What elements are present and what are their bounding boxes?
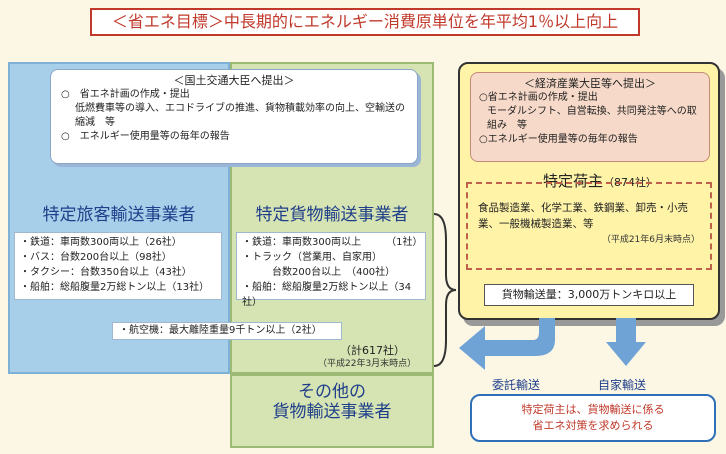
list-item: ・船舶：総船腹量2万総トン以上（13社） [20,282,210,293]
date-note-2: （平成21年6月末時点） [601,235,700,245]
list-item: ・タクシー：台数350台以上（43社） [20,267,192,278]
meti-title: ＜経済産業大臣等へ提出＞ [524,77,656,90]
mlit-item-plan-detail: 低燃費車等の導入、エコドライブの推進、貨物積載効率の向上、空輸送の縮減 等 [75,103,405,128]
passenger-list: ・鉄道：車両数300両以上（26社） ・バス：台数200台以上（98社） ・タク… [14,232,222,300]
mlit-title: ＜国土交通大臣へ提出＞ [173,74,295,87]
mlit-submission-box: ＜国土交通大臣へ提出＞ ○ 省エネ計画の作成・提出 低燃費車等の導入、エコドライ… [50,69,418,164]
shipper-requirement-box: 特定荷主は、貨物輸送に係る 省エネ対策を求められる [470,394,716,442]
mlit-item-plan: ○ 省エネ計画の作成・提出 [61,89,190,100]
freight-volume: 貨物輸送量：3,000万トンキロ以上 [484,284,694,306]
total-count: （計617社） [340,344,405,357]
list-item: ・バス：台数200台以上（98社） [20,252,172,263]
list-item: ・船舶：総船腹量2万総トン以上（34社） [242,282,412,308]
own-label: 自家輸送 [598,378,647,392]
shipper-title: 特定荷主 [542,172,603,190]
meti-item-plan-detail: モーダルシフト、自営転換、共同発注等への取組み 等 [487,106,697,131]
shipper-industries-box: 食品製造業、化学工業、鉄鋼業、卸売・小売業、一般機械製造業、等 （平成21年6月… [466,182,712,270]
shipper-industries: 食品製造業、化学工業、鉄鋼業、卸売・小売業、一般機械製造業、等 [478,202,688,230]
goal-banner: ＜省エネ目標＞中長期的にエネルギー消費原単位を年平均1％以上向上 [90,8,640,36]
own-arrow-icon [606,318,646,366]
freight-list: ・鉄道：車両数300両以上 （1社） ・トラック（営業用、自家用） 台数200台… [236,232,426,308]
mlit-item-report: ○ エネルギー使用量等の毎年の報告 [61,131,230,142]
other-freight-panel [230,374,434,448]
list-item: 台数200台以上 （400社） [242,267,396,278]
shipper-title-wrap: 特定荷主（874社） [500,170,700,191]
passenger-title: 特定旅客輸送事業者 [42,205,196,225]
list-item: ・トラック（営業用、自家用） [242,252,382,263]
freight-title: 特定貨物輸送事業者 [255,205,409,225]
list-item: ・鉄道：車両数300両以上 （1社） [242,237,423,248]
brace-icon [433,213,457,367]
meti-item-plan: ○省エネ計画の作成・提出 [479,92,598,103]
meti-item-report: ○エネルギー使用量等の毎年の報告 [479,134,638,145]
list-item: ・鉄道：車両数300両以上（26社） [20,237,182,248]
aircraft-item: ・航空機：最大離陸重量9千トン以上（2社） [112,322,342,340]
consign-arrow-icon [459,318,555,370]
other-freight-title: その他の 貨物輸送事業者 [272,382,392,422]
date-note-1: （平成22年3月末時点） [318,359,417,369]
consign-label: 委託輸送 [492,378,541,392]
meti-submission-box: ＜経済産業大臣等へ提出＞ ○省エネ計画の作成・提出 モーダルシフト、自営転換、共… [470,72,710,162]
